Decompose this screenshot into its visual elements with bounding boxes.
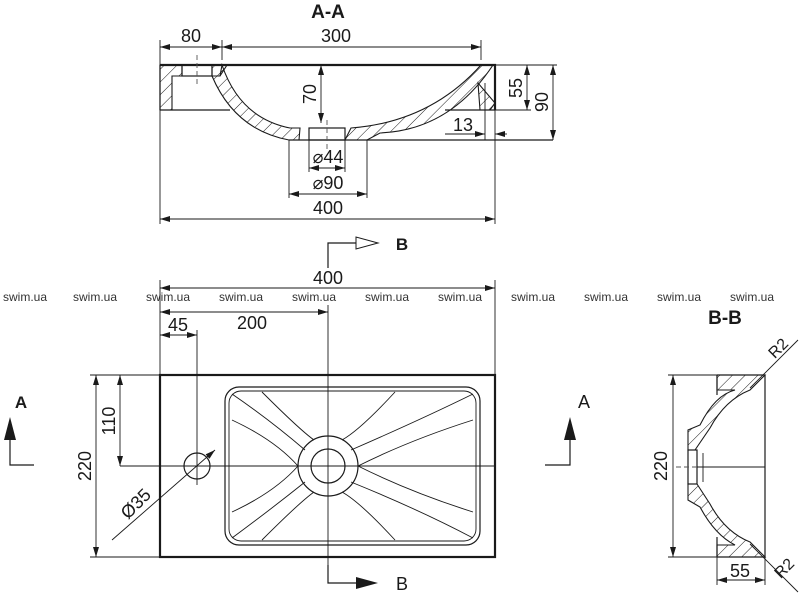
dim-plan-200: 200 [237,313,267,333]
dim-400: 400 [313,198,343,218]
section-mark-a-right: A [545,392,590,466]
watermark: swim.ua [438,290,482,304]
watermark: swim.ua [219,290,263,304]
dim-bb-220: 220 [651,451,671,481]
watermark: swim.ua [3,290,47,304]
watermark: swim.ua [584,290,628,304]
watermark-row: swim.ua swim.ua swim.ua swim.ua swim.ua … [3,290,774,304]
dim-13: 13 [453,115,473,135]
watermark: swim.ua [146,290,190,304]
section-bb-title: B-B [708,308,742,329]
watermark: swim.ua [657,290,701,304]
svg-text:B: B [396,235,408,254]
dim-d90: ⌀90 [313,173,344,193]
dim-plan-45: 45 [168,315,188,335]
section-mark-a-left: A [4,393,34,466]
svg-text:A: A [15,393,27,412]
watermark: swim.ua [511,290,555,304]
dim-tap-hole: Ø35 [117,485,155,523]
watermark: swim.ua [292,290,336,304]
section-mark-b-top: B [327,235,408,268]
watermark: swim.ua [73,290,117,304]
section-aa: A-A 80 300 70 55 90 13 [159,2,557,224]
plan-view: 400 200 45 220 110 Ø35 A A B B [4,235,590,594]
dim-r2-top: R2 [766,336,793,363]
watermark: swim.ua [730,290,774,304]
dim-90: 90 [532,92,552,112]
dim-55: 55 [506,78,526,98]
dim-plan-400: 400 [313,268,343,288]
dim-r2-bottom: R2 [772,556,799,583]
dim-bb-55: 55 [730,561,750,581]
watermark: swim.ua [365,290,409,304]
section-aa-title: A-A [311,2,345,23]
dim-plan-110: 110 [99,407,119,436]
dim-70: 70 [300,84,320,104]
dim-d44: ⌀44 [313,147,344,167]
dim-plan-220: 220 [75,451,95,481]
dim-80: 80 [181,26,201,46]
section-mark-b-bottom: B [327,565,408,594]
dim-300: 300 [321,26,351,46]
section-bb: B-B R2 R2 220 55 [651,308,799,593]
svg-text:A: A [578,392,590,412]
svg-text:B: B [396,574,408,594]
